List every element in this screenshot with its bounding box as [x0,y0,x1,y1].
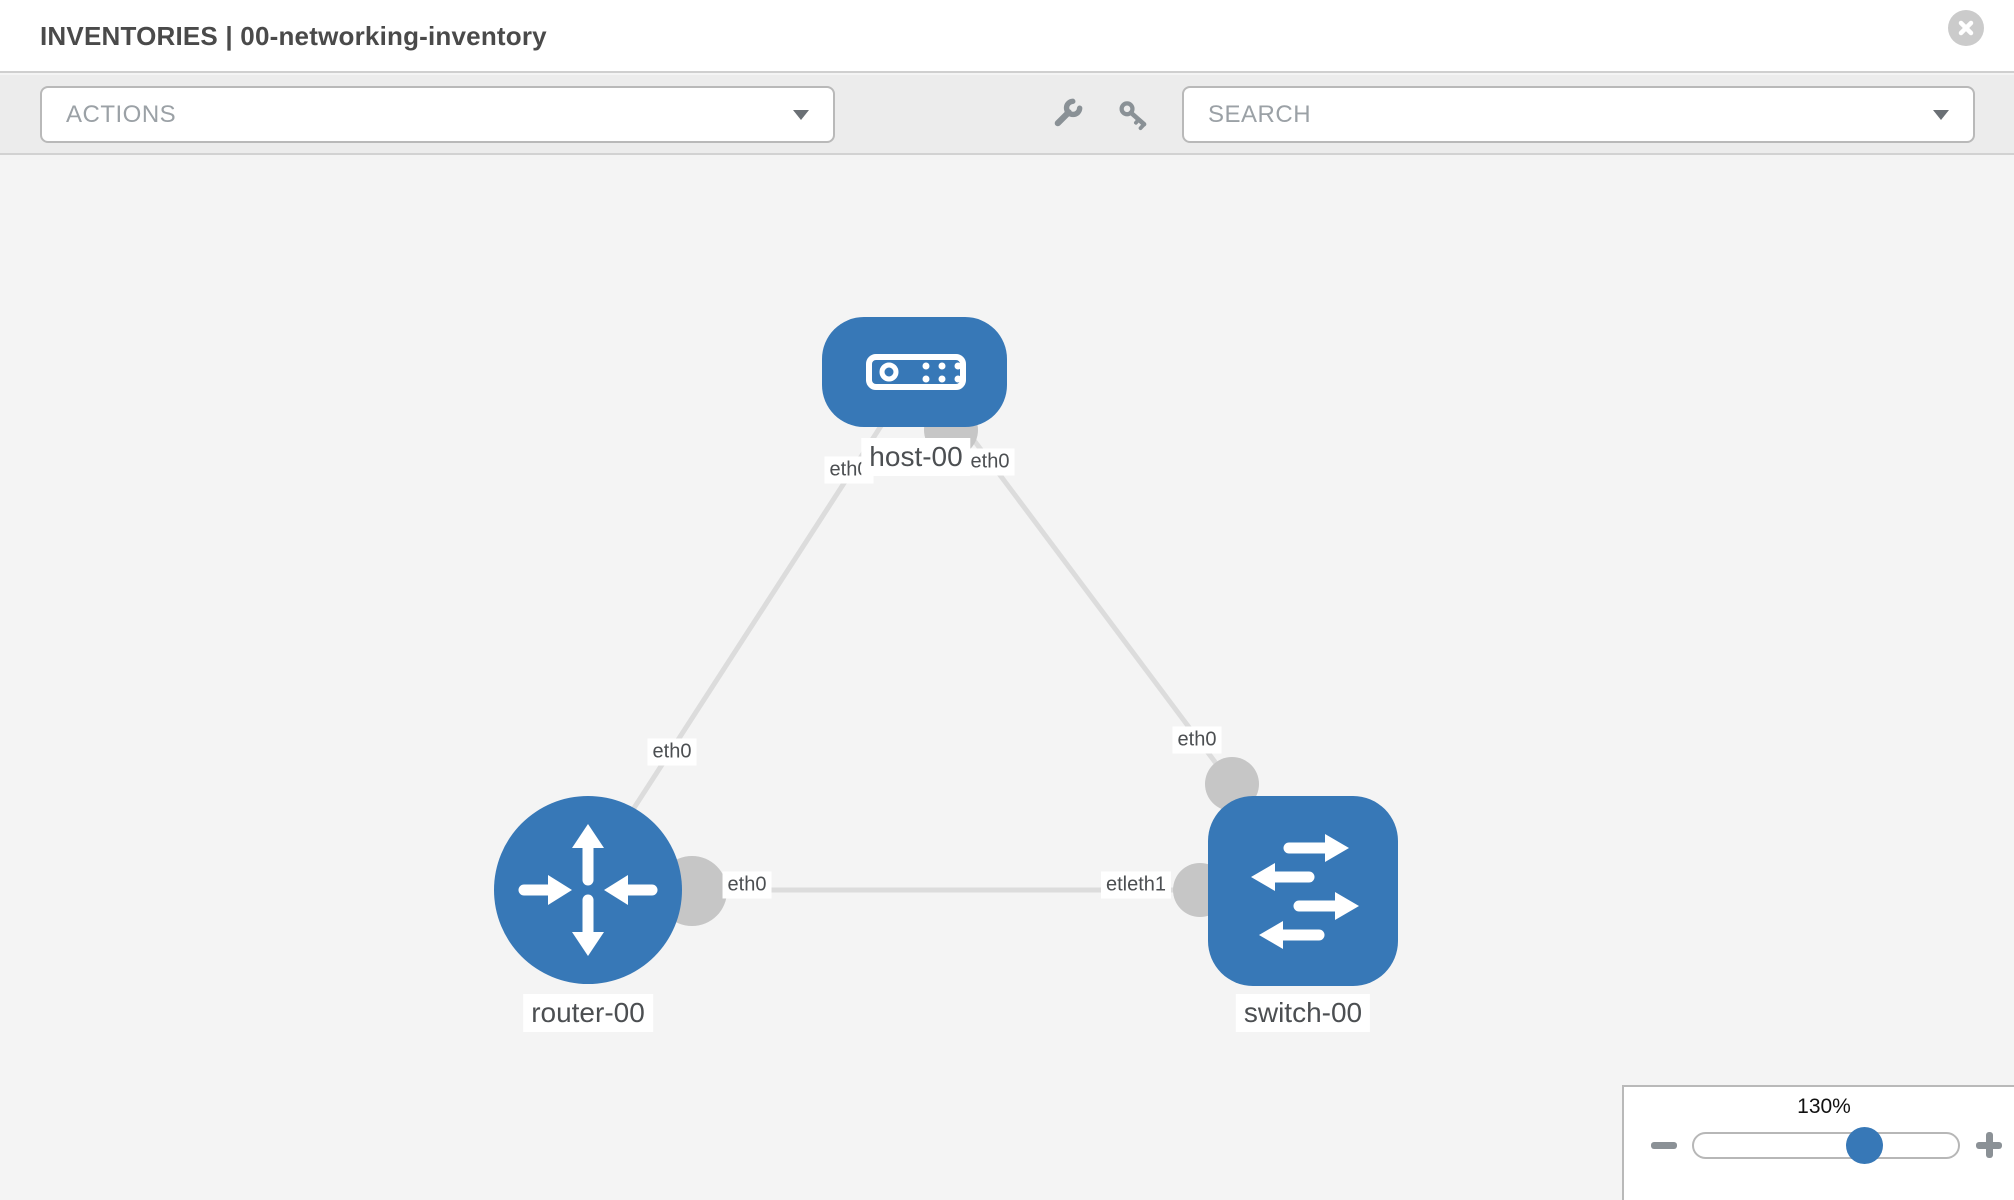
wrench-icon[interactable] [1049,98,1083,132]
node-switch-00[interactable] [1208,796,1398,986]
plus-icon [1986,1132,1993,1158]
router-icon [518,824,658,956]
interface-label-router-host-link: eth0 [647,738,697,766]
actions-dropdown[interactable]: ACTIONS [40,86,835,143]
chevron-down-icon [793,109,809,120]
close-button[interactable] [1948,10,1984,46]
minus-icon [1651,1142,1677,1149]
close-icon [1958,20,1974,36]
zoom-out-button[interactable] [1646,1127,1682,1163]
node-label-switch: switch-00 [1235,994,1371,1032]
interface-label-router-switch-link: eth0 [722,871,772,899]
page-title: INVENTORIES | 00-networking-inventory [40,21,547,51]
toolbar: ACTIONS SEARCH [0,75,2014,155]
key-icon[interactable] [1117,98,1151,132]
search-dropdown[interactable]: SEARCH [1182,86,1975,143]
zoom-slider-track[interactable] [1692,1132,1960,1159]
zoom-control-panel: 130% [1622,1085,2014,1200]
window-header: INVENTORIES | 00-networking-inventory [0,0,2014,73]
interface-label-host-right: eth0 [965,448,1015,476]
node-label-router: router-00 [523,994,653,1032]
zoom-level-value: 130% [1797,1095,1851,1118]
interface-label-switch-router-link: etleth1 [1100,871,1172,899]
node-host-00[interactable] [822,317,1007,427]
chevron-down-icon [1933,109,1949,120]
zoom-in-button[interactable] [1971,1127,2007,1163]
interface-label-switch-host-link: eth0 [1172,726,1222,754]
host-icon [866,354,966,390]
actions-dropdown-label: ACTIONS [66,100,177,128]
node-label-host: host-00 [861,438,971,476]
search-dropdown-label: SEARCH [1208,100,1312,128]
link-host-router[interactable] [609,410,893,844]
interface-connectors [657,403,1259,926]
topology-links [609,410,1239,893]
topology-graph [494,317,1398,986]
switch-icon [1251,834,1359,949]
node-router-00[interactable] [494,796,682,984]
zoom-slider-handle[interactable] [1846,1127,1883,1164]
topology-canvas[interactable]: host-00 router-00 switch-00 eth0 eth0 et… [0,157,2014,1200]
